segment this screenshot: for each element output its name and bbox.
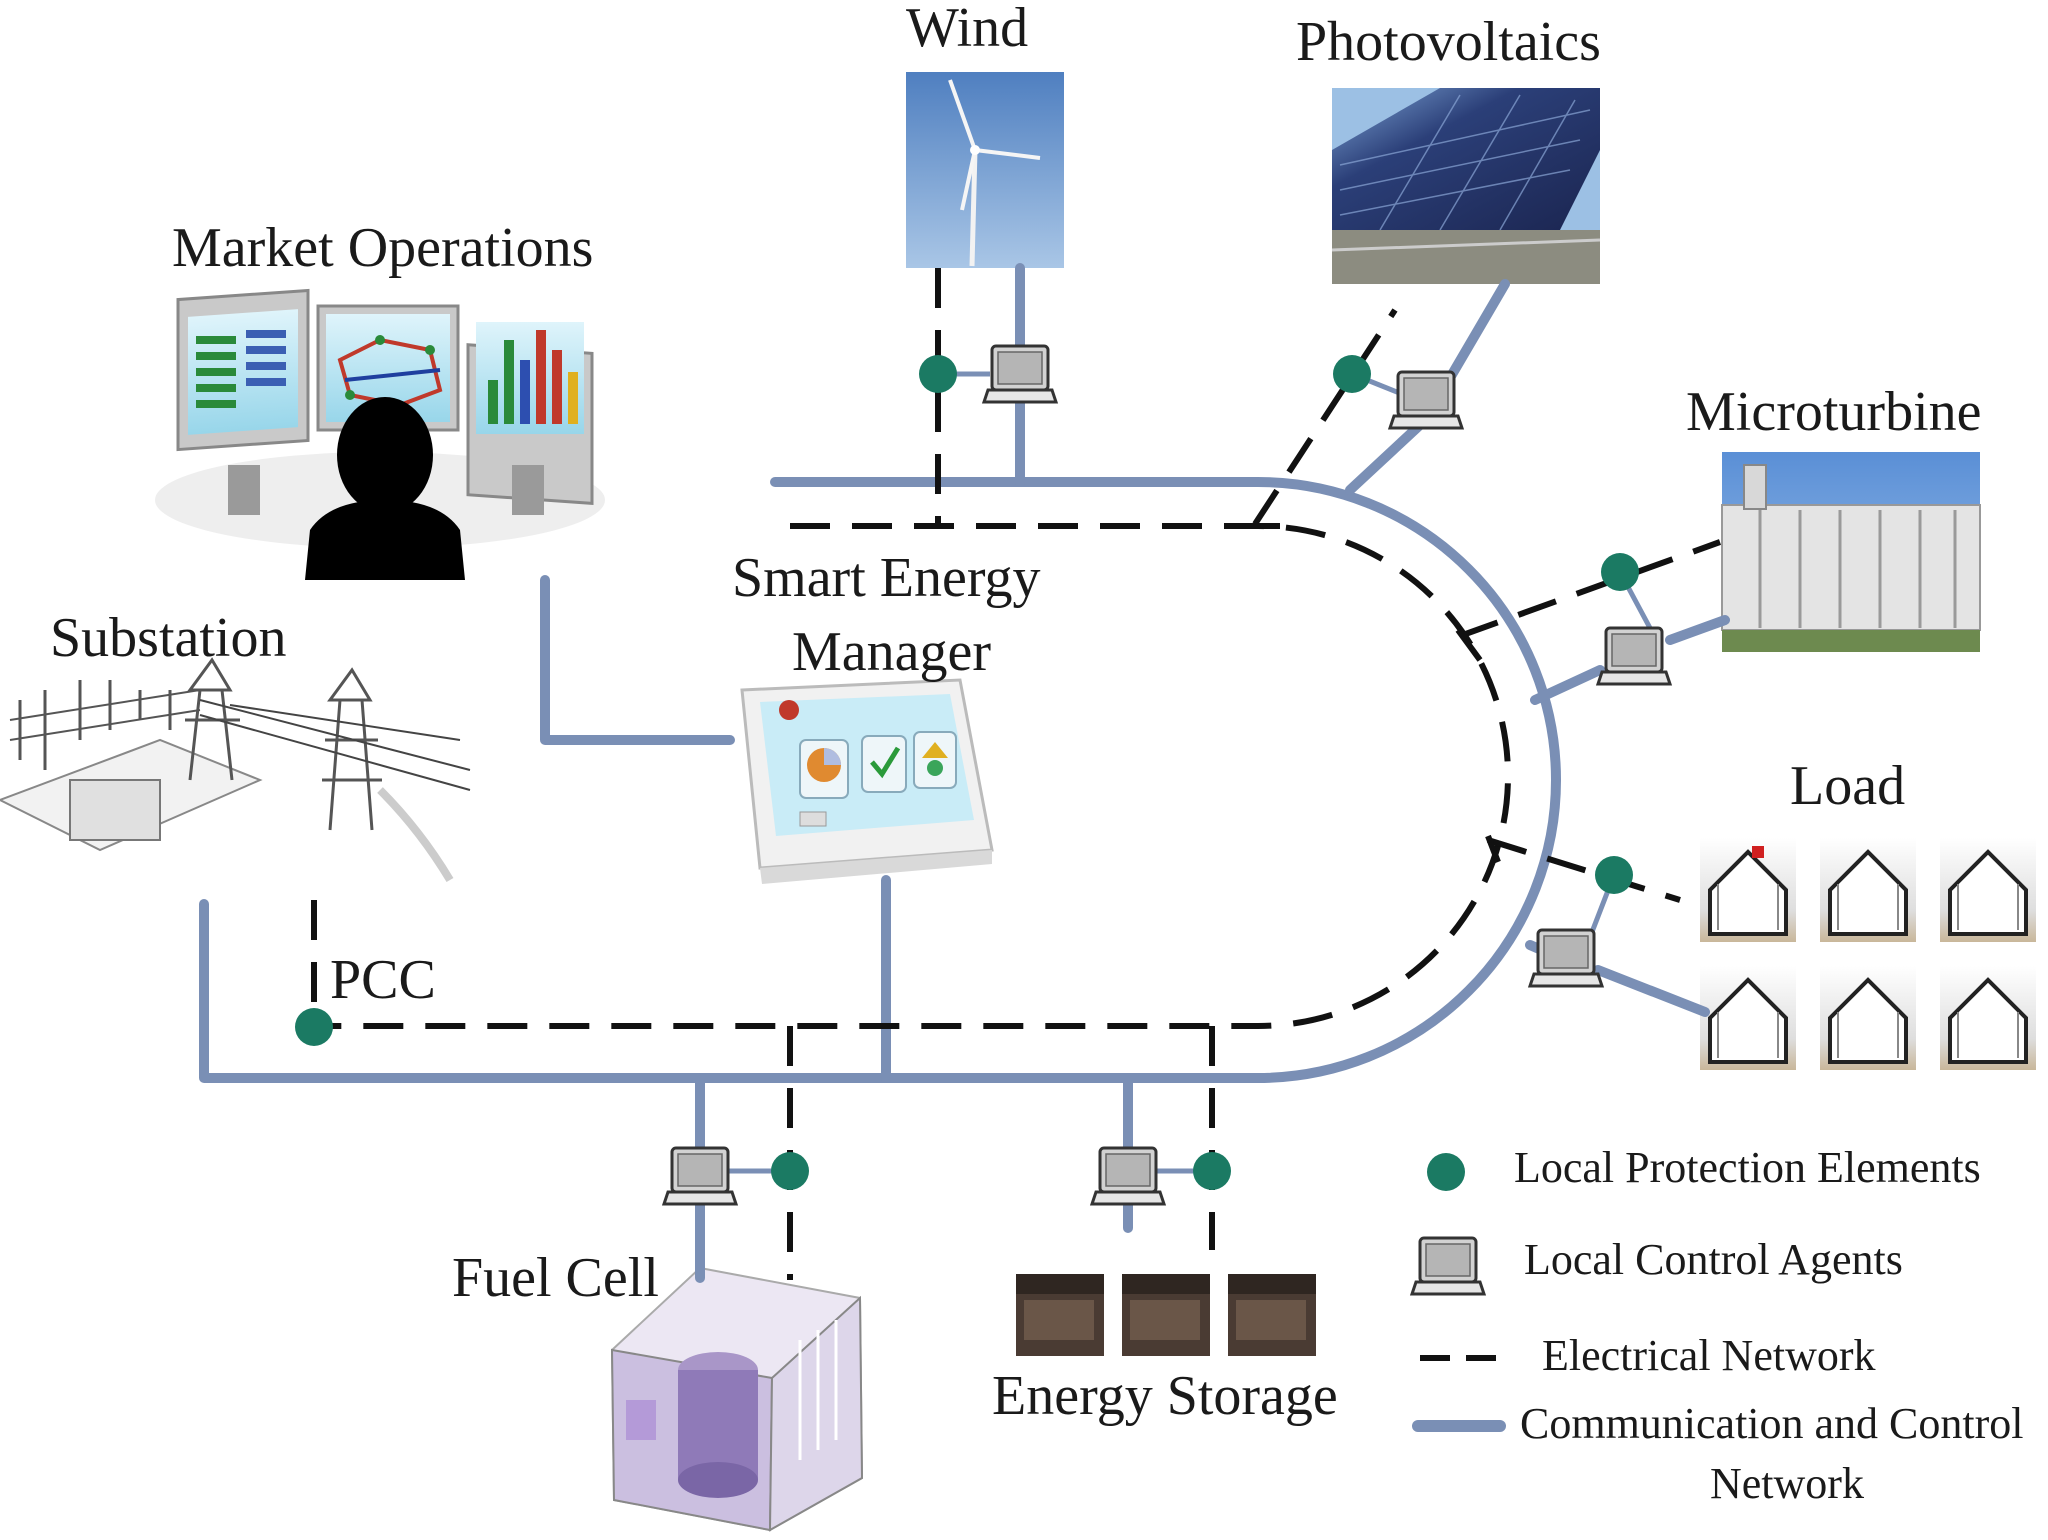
microturbine-image (1721, 452, 1981, 652)
elec-pv (1252, 308, 1398, 526)
legend-comm-label-2: Network (1710, 1459, 1864, 1508)
smart-energy-label-1: Smart Energy (732, 547, 1041, 609)
electrical-network (311, 268, 1722, 1280)
protection-element-icon (919, 355, 957, 393)
house-5 (1818, 964, 1918, 1072)
energy-storage-label: Energy Storage (992, 1365, 1338, 1427)
house-1 (1698, 836, 1798, 944)
control-agent-icon (1090, 1146, 1166, 1206)
control-agent-icon (1388, 370, 1464, 430)
comm-turbine (1530, 615, 1730, 705)
control-agent-icon (982, 344, 1058, 404)
legend-electrical-label: Electrical Network (1542, 1331, 1876, 1380)
comm-market (540, 575, 735, 745)
protection-element-icon (295, 1008, 333, 1046)
energy-storage-batteries (1016, 1274, 1316, 1356)
control-agent-icon (1596, 626, 1672, 686)
protection-elements (295, 355, 1639, 1190)
protection-element-icon (1595, 856, 1633, 894)
load-label: Load (1790, 755, 1906, 817)
elec-turbine (1458, 539, 1722, 639)
comm-ring (199, 477, 1561, 1083)
photovoltaics-image (1331, 88, 1601, 284)
legend-control-label: Local Control Agents (1524, 1235, 1903, 1284)
house-4 (1698, 964, 1798, 1072)
electrical-ticks (1250, 523, 1501, 864)
battery-1 (1016, 1274, 1104, 1356)
house-3 (1938, 836, 2038, 944)
control-agent-icon (1528, 928, 1604, 988)
monitor-left (176, 288, 310, 515)
legend-protection-label: Local Protection Elements (1514, 1143, 1981, 1192)
operator-silhouette (305, 397, 465, 580)
protection-element-icon (771, 1152, 809, 1190)
legend-agent-icon (1410, 1236, 1486, 1296)
legend-protection-icon (1427, 1153, 1465, 1191)
elec-load (1487, 837, 1681, 903)
fuel-cell-image (610, 1266, 864, 1532)
monitor-right (466, 322, 594, 515)
legend (1410, 1153, 1506, 1432)
market-operations-label: Market Operations (172, 217, 594, 279)
smart-energy-label-2: Manager (792, 621, 992, 683)
protection-element-icon (1601, 553, 1639, 591)
communication-network (199, 263, 1730, 1283)
wind-turbine-image (906, 72, 1064, 268)
battery-2 (1122, 1274, 1210, 1356)
battery-3 (1228, 1274, 1316, 1356)
protection-element-icon (1333, 355, 1371, 393)
house-6 (1938, 964, 2038, 1072)
fuel-cell-label: Fuel Cell (452, 1247, 659, 1309)
protection-element-icon (1193, 1152, 1231, 1190)
elec-ring (314, 523, 1511, 1029)
wind-label: Wind (906, 0, 1029, 59)
photovoltaics-label: Photovoltaics (1296, 11, 1601, 73)
legend-comm-label-1: Communication and Control (1520, 1399, 2024, 1448)
market-operations-image (155, 288, 605, 580)
house-2 (1818, 836, 1918, 944)
pcc-label: PCC (330, 949, 436, 1011)
substation-label: Substation (50, 607, 287, 669)
control-agent-icon (662, 1146, 738, 1206)
microturbine-label: Microturbine (1686, 381, 1982, 443)
substation-image (0, 657, 471, 883)
smart-energy-manager-device (740, 678, 994, 884)
load-houses (1698, 836, 2038, 1072)
